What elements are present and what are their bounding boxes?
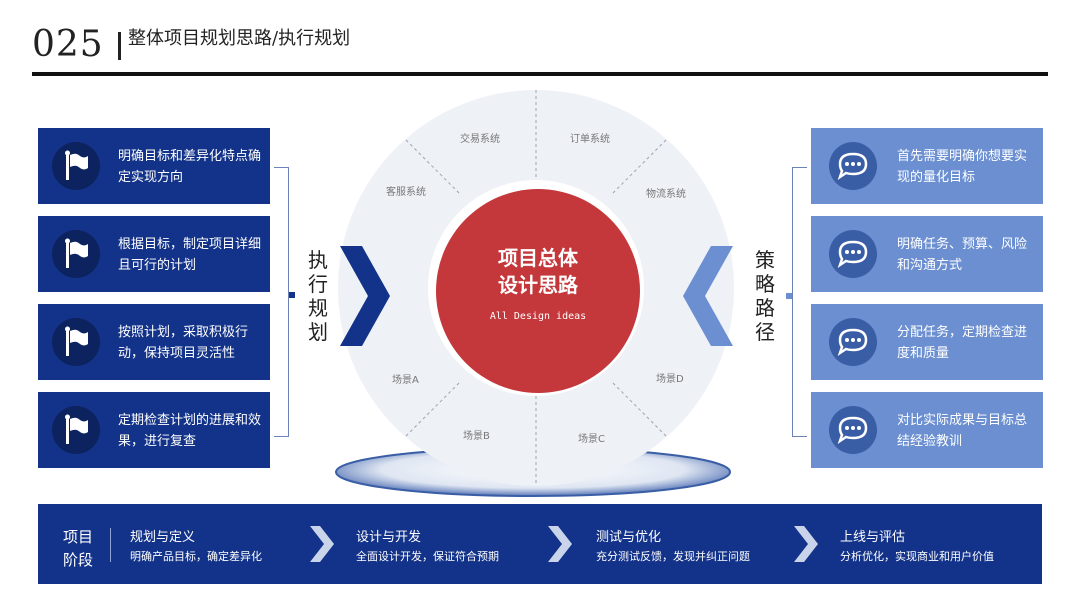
execution-card: 定期检查计划的进展和效果，进行复查: [38, 392, 270, 468]
core-title-line: 设计思路: [498, 273, 578, 297]
right-bracket-tick: [786, 293, 792, 299]
chevron-left-icon: [683, 246, 733, 346]
core-subtitle: All Design ideas: [489, 311, 587, 322]
stage-label: 项目阶段: [62, 528, 93, 569]
label-char: 略: [755, 272, 775, 296]
stage-divider: [110, 528, 111, 562]
strategy-card: 首先需要明确你想要实现的量化目标: [811, 128, 1043, 204]
left-bracket: [274, 167, 289, 437]
arrow-right-icon: [548, 526, 572, 562]
header-rule: [32, 72, 1048, 76]
segment-label: 物流系统: [646, 189, 686, 200]
card-text: 分配任务，定期检查进度和质量: [897, 325, 1028, 361]
ring-dividers: [405, 90, 667, 486]
label-char: 策: [755, 248, 775, 272]
left-vertical-label: 执 行 规 划: [306, 248, 330, 344]
label-char: 路: [755, 296, 775, 320]
chat-bubble-icon: [829, 406, 877, 454]
right-bracket: [792, 167, 807, 437]
segment-label: 场景A: [392, 375, 419, 386]
project-stages-bar: [38, 504, 1042, 584]
strategy-card: 分配任务，定期检查进度和质量: [811, 304, 1043, 380]
left-bracket-tick: [289, 292, 295, 298]
card-text: 按照计划，采取积极行动，保持项目灵活性: [118, 325, 249, 361]
chat-bubble-icon: [829, 142, 877, 190]
strategy-card: 对比实际成果与目标总结经验教训: [811, 392, 1043, 468]
arrow-right-icon: [794, 526, 818, 562]
segment-label: 场景B: [463, 431, 490, 442]
card-text: 定期检查计划的进展和效果，进行复查: [118, 413, 262, 449]
page-number: 025: [32, 24, 104, 65]
card-text: 明确任务、预算、风险和沟通方式: [897, 237, 1028, 273]
label-char: 划: [308, 320, 328, 344]
segment-label: 客服系统: [386, 187, 426, 198]
core-title-line: 项目总体: [498, 246, 578, 270]
execution-card: 根据目标，制定项目详细且可行的计划: [38, 216, 270, 292]
phase-desc: 明确产品目标，确定差异化: [130, 550, 262, 563]
center-diagram: [335, 90, 734, 497]
segment-label: 场景D: [656, 374, 684, 385]
phase-desc: 分析优化，实现商业和用户价值: [840, 550, 994, 563]
segment-label: 交易系统: [460, 134, 500, 145]
label-char: 行: [308, 272, 328, 296]
card-text: 首先需要明确你想要实现的量化目标: [897, 149, 1028, 185]
flag-icon: [52, 406, 100, 454]
flag-icon: [52, 230, 100, 278]
right-vertical-label: 策 略 路 径: [753, 248, 777, 344]
segment-label: 订单系统: [570, 134, 610, 145]
arrow-right-icon: [310, 526, 334, 562]
page-title: 整体项目规划思路/执行规划: [128, 28, 351, 49]
phase-desc: 全面设计开发，保证符合预期: [356, 550, 499, 563]
label-char: 执: [308, 248, 328, 272]
phase-name: 规划与定义: [130, 530, 196, 545]
label-char: 规: [308, 296, 328, 320]
chat-bubble-icon: [829, 230, 877, 278]
core-circle: [436, 189, 640, 393]
execution-card: 明确目标和差异化特点确定实现方向: [38, 128, 270, 204]
phase-name: 设计与开发: [356, 530, 422, 545]
strategy-card: 明确任务、预算、风险和沟通方式: [811, 216, 1043, 292]
card-text: 明确目标和差异化特点确定实现方向: [118, 149, 262, 185]
chevron-right-icon: [340, 246, 390, 346]
chat-bubble-icon: [829, 318, 877, 366]
segment-label: 场景C: [578, 434, 605, 445]
phase-name: 测试与优化: [596, 530, 662, 545]
card-text: 对比实际成果与目标总结经验教训: [897, 413, 1028, 449]
label-char: 径: [755, 320, 775, 344]
title-divider: [118, 32, 121, 60]
flag-icon: [52, 318, 100, 366]
card-text: 根据目标，制定项目详细且可行的计划: [118, 237, 262, 273]
phase-name: 上线与评估: [840, 530, 906, 545]
execution-card: 按照计划，采取积极行动，保持项目灵活性: [38, 304, 270, 380]
flag-icon: [52, 142, 100, 190]
phase-desc: 充分测试反馈，发现并纠正问题: [596, 550, 750, 563]
core-title: 项目总体 设计思路: [436, 245, 640, 299]
